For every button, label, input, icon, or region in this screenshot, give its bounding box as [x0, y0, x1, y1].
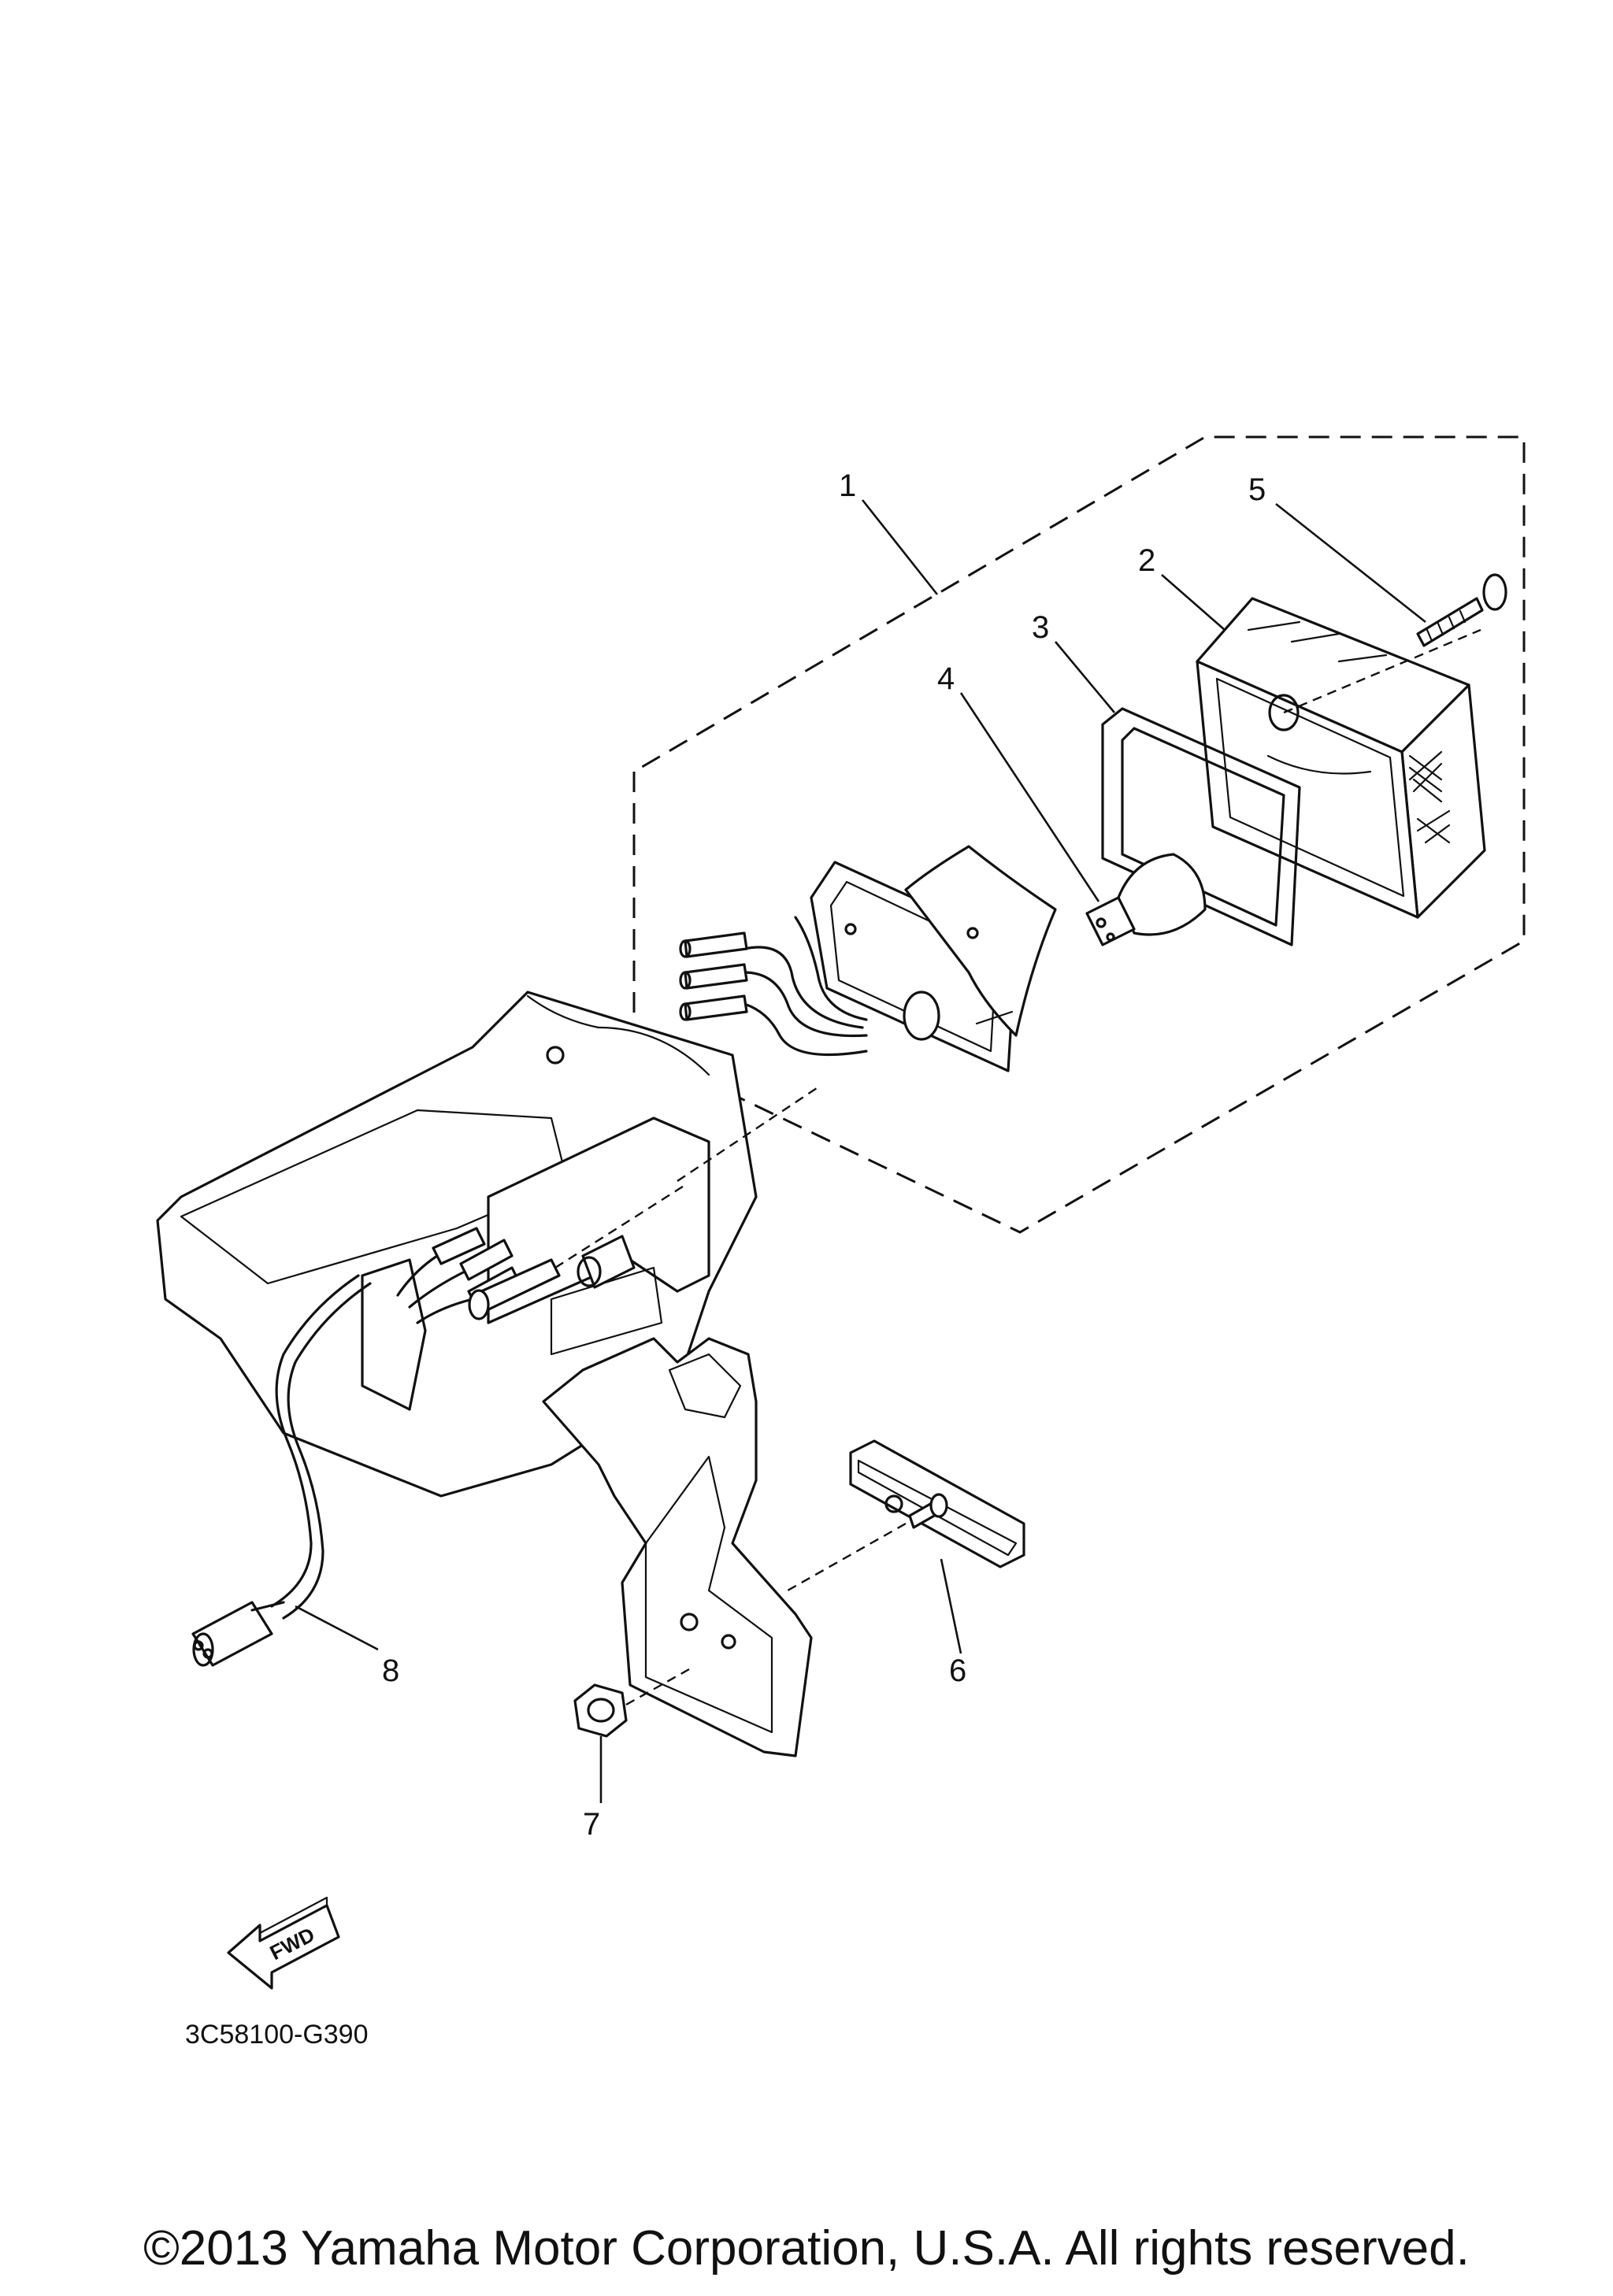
bulb-connector-terminals	[679, 931, 748, 1021]
callout-8: 8	[382, 1653, 399, 1688]
part-2-lens-housing[interactable]	[1196, 597, 1486, 919]
callout-4: 4	[937, 661, 955, 696]
part-1-lamp-base[interactable]	[679, 845, 1057, 1072]
callout-5: 5	[1248, 472, 1266, 507]
part-4-bulb[interactable]	[1085, 853, 1207, 946]
callout-labels: 1 2 3 4 5 6 7 8	[382, 468, 1266, 1842]
license-plate-bracket	[542, 1337, 813, 1757]
callout-leaders	[295, 499, 1426, 1803]
callout-2: 2	[1138, 543, 1155, 578]
fender-bolt	[468, 1086, 820, 1320]
part-6-reflector[interactable]	[787, 1439, 1025, 1592]
part-3-gasket[interactable]	[1101, 707, 1301, 946]
callout-3: 3	[1032, 610, 1049, 645]
callout-7: 7	[583, 1807, 600, 1842]
part-7-nut[interactable]	[573, 1668, 690, 1738]
fwd-arrow-icon: FWD	[227, 1896, 340, 1990]
part-8-wire-lead[interactable]	[191, 1274, 372, 1667]
diagram-code: 3C58100-G390	[185, 2020, 369, 2050]
callout-1: 1	[839, 468, 856, 503]
part-5-screw[interactable]	[1416, 573, 1507, 647]
callout-6: 6	[949, 1653, 966, 1688]
copyright-notice: ©2013 Yamaha Motor Corporation, U.S.A. A…	[143, 2221, 1470, 2276]
